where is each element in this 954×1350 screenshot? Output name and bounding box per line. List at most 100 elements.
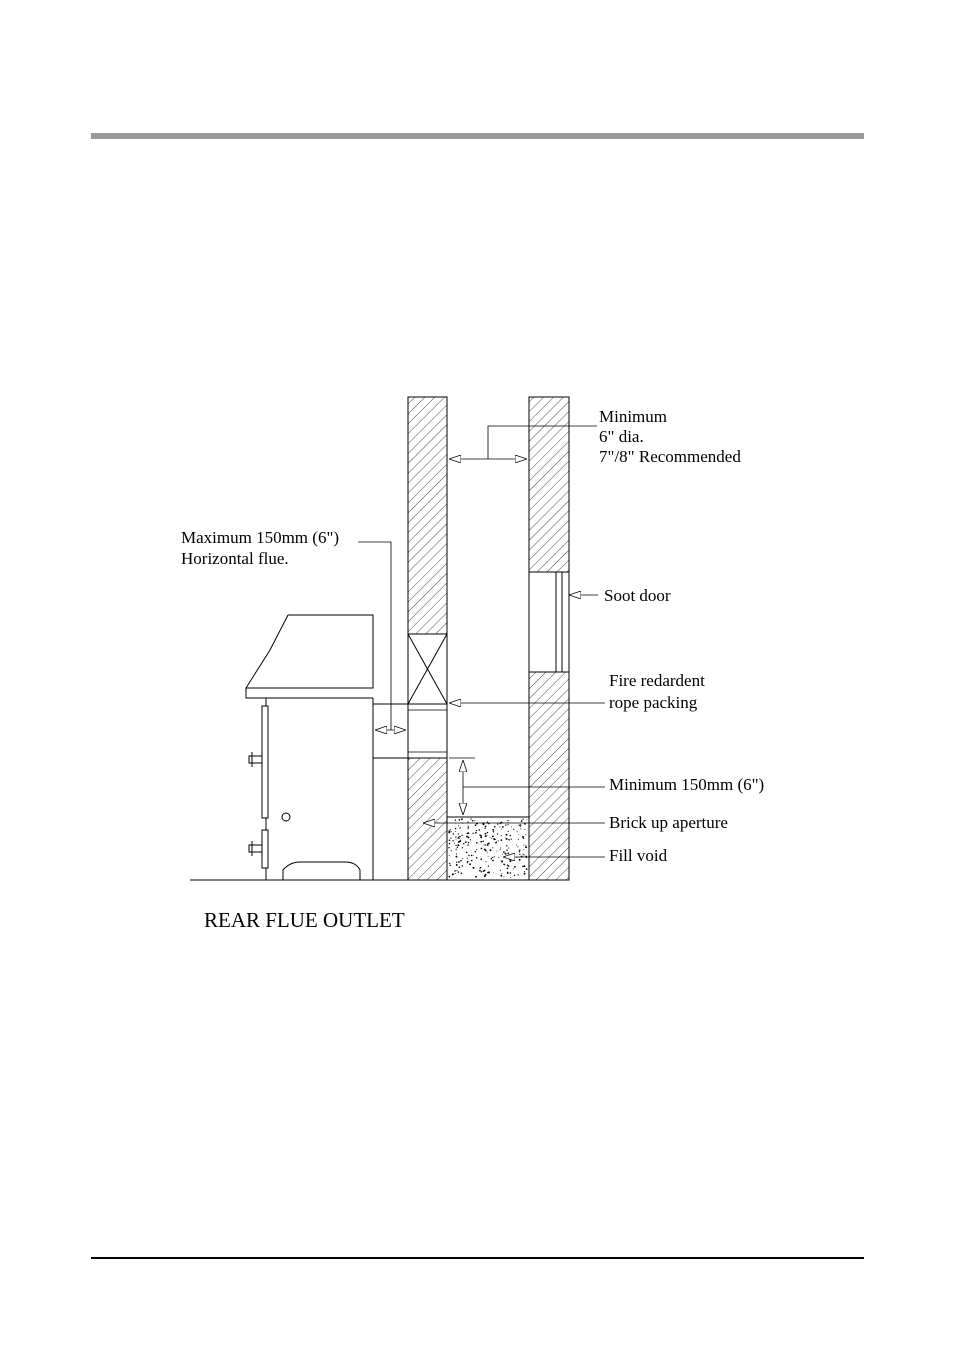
fill-void-stipple: [486, 861, 487, 862]
fill-void-stipple: [474, 851, 475, 852]
fill-void-stipple: [457, 844, 459, 846]
fill-void-stipple: [483, 841, 484, 842]
fill-void-stipple: [520, 825, 522, 827]
fill-void-stipple: [507, 867, 509, 869]
fill-void-stipple: [457, 847, 458, 848]
fill-void-stipple: [525, 834, 526, 835]
fill-void-stipple: [467, 861, 469, 863]
fill-void-stipple: [518, 874, 519, 875]
fill-void-stipple: [503, 851, 505, 853]
fill-void-stipple: [467, 844, 468, 845]
fill-void-stipple: [525, 845, 526, 846]
fill-void-stipple: [492, 857, 493, 858]
fill-void-stipple: [455, 828, 456, 829]
fill-void-stipple: [525, 846, 527, 848]
fill-void-stipple: [476, 857, 478, 859]
label-fill-void: Fill void: [609, 846, 668, 865]
stove: [246, 615, 373, 880]
fill-void-stipple: [504, 876, 505, 877]
fill-void-stipple: [496, 841, 497, 842]
fill-void-stipple: [473, 855, 474, 856]
fill-void-stipple: [526, 819, 527, 820]
fill-void-stipple: [506, 834, 508, 836]
fill-void-stipple: [467, 828, 468, 829]
fill-void-stipple: [483, 870, 485, 872]
fill-void-stipple: [456, 870, 457, 871]
fill-void-stipple: [475, 824, 477, 826]
fill-void-stipple: [500, 870, 501, 871]
fill-void-stipple: [492, 829, 494, 831]
fill-void-stipple: [460, 860, 462, 862]
fill-void-stipple: [502, 826, 504, 828]
fill-void-stipple: [456, 856, 458, 858]
fill-void-stipple: [471, 860, 472, 861]
fill-void-stipple: [488, 856, 489, 857]
fill-void-stipple: [476, 842, 478, 844]
fill-void-stipple: [468, 826, 469, 827]
fill-void-stipple: [526, 868, 528, 870]
fill-void-stipple: [456, 853, 457, 854]
fill-void-stipple: [490, 849, 492, 851]
minimum-150-dimension: [449, 758, 605, 815]
fill-void-stipple: [484, 844, 485, 845]
fill-void-stipple: [508, 831, 509, 832]
fill-void-stipple: [500, 848, 501, 849]
fill-void-stipple: [523, 819, 524, 820]
fill-void-stipple: [455, 819, 456, 820]
fill-void-stipple: [519, 851, 520, 852]
fill-void-stipple: [484, 875, 486, 877]
fill-void-stipple: [450, 829, 451, 830]
fill-void-stipple: [510, 877, 511, 878]
fill-void-stipple: [449, 839, 451, 841]
fill-void-stipple: [523, 845, 524, 846]
fill-void-stipple: [490, 837, 491, 838]
fill-void-stipple: [462, 858, 463, 859]
fill-void-stipple: [501, 861, 503, 863]
fill-void-stipple: [452, 873, 454, 875]
fill-void-stipple: [500, 875, 502, 877]
fill-void-stipple: [491, 838, 492, 839]
fill-void-stipple: [511, 826, 512, 827]
fill-void-stipple: [485, 844, 486, 845]
fill-void-stipple: [484, 828, 485, 829]
fill-void-stipple: [455, 831, 456, 832]
fill-void-stipple: [524, 873, 526, 875]
fill-void-stipple: [487, 844, 488, 845]
fill-void-stipple: [448, 847, 449, 848]
soot-door: [529, 572, 569, 672]
fill-void-stipple: [455, 836, 456, 837]
fill-void-stipple: [448, 831, 450, 833]
fill-void-stipple: [458, 837, 459, 838]
fill-void-stipple: [518, 834, 519, 835]
fill-void-stipple: [472, 820, 474, 822]
fill-void-stipple: [466, 836, 467, 837]
fill-void-stipple: [501, 839, 503, 841]
fill-void-stipple: [451, 850, 452, 851]
fill-void-stipple: [449, 843, 450, 844]
fill-void-stipple: [449, 876, 451, 878]
fill-void-stipple: [468, 836, 470, 838]
fill-void-stipple: [501, 873, 502, 874]
label-minimum-150: Minimum 150mm (6"): [609, 775, 764, 794]
fill-void-stipple: [455, 873, 456, 874]
fill-void-stipple: [474, 820, 475, 821]
fill-void-stipple: [524, 871, 525, 872]
fill-void-stipple: [485, 850, 487, 852]
fill-void-stipple: [498, 840, 499, 841]
fill-void-stipple: [461, 835, 462, 836]
fill-void-stipple: [519, 850, 520, 851]
fill-void-stipple: [507, 872, 509, 874]
fill-void-stipple: [475, 876, 477, 878]
fill-void-stipple: [487, 852, 488, 853]
fill-void-stipple: [481, 848, 483, 850]
fill-void-stipple: [507, 820, 508, 821]
fill-void-stipple: [459, 819, 461, 821]
fill-void-stipple: [459, 866, 461, 868]
fill-void-stipple: [480, 837, 482, 839]
fill-void-stipple: [456, 864, 458, 866]
fill-void-stipple: [471, 855, 472, 856]
label-minimum-dia-3: 7"/8" Recommended: [599, 447, 741, 466]
fill-void-stipple: [510, 860, 512, 862]
fill-void-stipple: [513, 868, 514, 869]
fill-void-stipple: [517, 831, 518, 832]
